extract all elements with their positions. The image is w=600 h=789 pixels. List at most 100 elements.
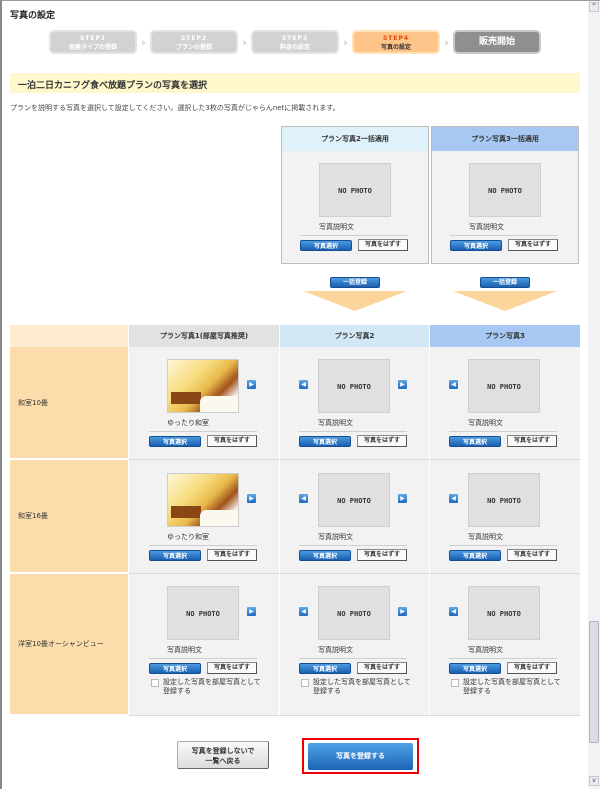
photo-caption: 写真説明文 [469, 223, 504, 231]
select-photo-button[interactable]: 写真選択 [299, 550, 351, 561]
remove-photo-button[interactable]: 写真をはずす [357, 662, 407, 674]
vertical-scrollbar[interactable]: ^ v [588, 1, 600, 789]
scroll-down-icon[interactable]: v [589, 776, 599, 786]
next-photo-icon[interactable]: ▶ [247, 607, 256, 616]
step-chevron-icon: › [343, 35, 348, 49]
next-photo-icon[interactable]: ▶ [398, 607, 407, 616]
photo-caption: 写真説明文 [468, 419, 503, 427]
no-photo-placeholder: NO PHOTO [318, 359, 390, 413]
bulk-apply-photo2-button[interactable]: 一括登録 [330, 277, 380, 288]
divider [449, 431, 557, 432]
set-as-room-photo-checkbox[interactable] [301, 679, 309, 687]
plan-title: 一泊二日カニフグ食べ放題プランの写真を選択 [10, 73, 580, 93]
next-photo-icon[interactable]: ▶ [247, 494, 256, 503]
table-row: 洋室10畳オーシャンビュー NO PHOTO ▶ 写真説明文 写真選択 写真をは… [10, 574, 580, 716]
prev-photo-icon[interactable]: ◀ [449, 494, 458, 503]
back-to-list-without-saving-button[interactable]: 写真を登録しないで 一覧へ戻る [177, 741, 269, 769]
prev-photo-icon[interactable]: ◀ [299, 380, 308, 389]
next-photo-icon[interactable]: ▶ [398, 494, 407, 503]
divider [149, 431, 257, 432]
checkbox-label: 設定した写真を部屋写真として登録する [463, 678, 561, 695]
remove-photo-button[interactable]: 写真をはずす [507, 435, 557, 447]
select-photo-button[interactable]: 写真選択 [299, 663, 351, 674]
select-photo-button[interactable]: 写真選択 [449, 663, 501, 674]
remove-photo-button[interactable]: 写真をはずす [207, 435, 257, 447]
room-name: 洋室10畳オーシャンビュー [10, 574, 129, 716]
bulk-apply-photo3-button[interactable]: 一括登録 [480, 277, 530, 288]
select-photo-button[interactable]: 写真選択 [300, 240, 352, 251]
next-photo-icon[interactable]: ▶ [398, 380, 407, 389]
scrollbar-thumb[interactable] [589, 621, 599, 743]
bulk-panel-header: プラン写真2一括適用 [282, 127, 428, 151]
scroll-up-icon[interactable]: ^ [589, 2, 599, 12]
photo-cell: ▶ ゆったり和室 写真選択 写真をはずす [129, 347, 280, 460]
no-photo-placeholder: NO PHOTO [167, 586, 239, 640]
set-as-room-photo-checkbox[interactable] [451, 679, 459, 687]
remove-photo-button[interactable]: 写真をはずす [508, 239, 558, 251]
select-photo-button[interactable]: 写真選択 [149, 663, 201, 674]
room-name: 和室10畳 [10, 347, 129, 460]
divider [149, 545, 257, 546]
remove-photo-button[interactable]: 写真をはずす [207, 662, 257, 674]
divider [449, 545, 557, 546]
next-photo-icon[interactable]: ▶ [247, 380, 256, 389]
set-as-room-photo-checkbox[interactable] [151, 679, 159, 687]
remove-photo-button[interactable]: 写真をはずす [507, 549, 557, 561]
remove-photo-button[interactable]: 写真をはずす [358, 239, 408, 251]
remove-photo-button[interactable]: 写真をはずす [507, 662, 557, 674]
no-photo-placeholder: NO PHOTO [469, 163, 541, 217]
select-photo-button[interactable]: 写真選択 [149, 436, 201, 447]
divider [299, 431, 407, 432]
highlight-box: 写真を登録する [302, 738, 419, 774]
prev-photo-icon[interactable]: ◀ [449, 607, 458, 616]
step-chevron-icon: › [141, 35, 146, 49]
divider [299, 658, 407, 659]
down-arrow-icon [453, 291, 557, 311]
photo-caption: 写真説明文 [318, 533, 353, 541]
photo-caption: 写真説明文 [318, 646, 353, 654]
select-photo-button[interactable]: 写真選択 [449, 550, 501, 561]
bulk-panel-header: プラン写真3一括適用 [432, 127, 578, 151]
photo-cell: ◀ NO PHOTO 写真説明文 写真選択 写真をはずす [430, 460, 580, 574]
prev-photo-icon[interactable]: ◀ [299, 607, 308, 616]
remove-photo-button[interactable]: 写真をはずす [357, 435, 407, 447]
divider [450, 235, 558, 236]
step-sale-start: 販売開始 [453, 30, 541, 54]
photo-caption: 写真説明文 [167, 646, 202, 654]
room-photo [167, 359, 239, 413]
divider [149, 658, 257, 659]
photo-table: プラン写真1(部屋写真推奨) プラン写真2 プラン写真3 和室10畳 ▶ ゆった… [10, 325, 580, 716]
divider [299, 545, 407, 546]
bulk-panel-photo3: プラン写真3一括適用 NO PHOTO 写真説明文 写真選択 写真をはずす [431, 126, 579, 264]
column-header-photo1: プラン写真1(部屋写真推奨) [129, 325, 280, 347]
photo-cell: ◀ NO PHOTO ▶ 写真説明文 写真選択 写真をはずす [280, 460, 430, 574]
window-title: 写真の設定 [10, 11, 56, 21]
photo-cell: NO PHOTO ▶ 写真説明文 写真選択 写真をはずす 設定した写真を部屋写真… [129, 574, 280, 716]
select-photo-button[interactable]: 写真選択 [149, 550, 201, 561]
prev-photo-icon[interactable]: ◀ [299, 494, 308, 503]
divider [300, 235, 408, 236]
table-row: 和室10畳 ▶ ゆったり和室 写真選択 写真をはずす ◀ NO PHOTO ▶ … [10, 347, 580, 460]
photo-caption: 写真説明文 [318, 419, 353, 427]
photo-cell: ◀ NO PHOTO 写真説明文 写真選択 写真をはずす 設定した写真を部屋写真… [430, 574, 580, 716]
photo-cell: ◀ NO PHOTO 写真説明文 写真選択 写真をはずす [430, 347, 580, 460]
room-photo [167, 473, 239, 527]
prev-photo-icon[interactable]: ◀ [449, 380, 458, 389]
room-name: 和室16畳 [10, 460, 129, 574]
remove-photo-button[interactable]: 写真をはずす [207, 549, 257, 561]
table-row: 和室16畳 ▶ ゆったり和室 写真選択 写真をはずす ◀ NO PHOTO ▶ … [10, 460, 580, 574]
select-photo-button[interactable]: 写真選択 [299, 436, 351, 447]
no-photo-placeholder: NO PHOTO [468, 359, 540, 413]
table-header-row: プラン写真1(部屋写真推奨) プラン写真2 プラン写真3 [10, 325, 580, 347]
photo-cell: ◀ NO PHOTO ▶ 写真説明文 写真選択 写真をはずす [280, 347, 430, 460]
select-photo-button[interactable]: 写真選択 [450, 240, 502, 251]
select-photo-button[interactable]: 写真選択 [449, 436, 501, 447]
step-chevron-icon: › [444, 35, 449, 49]
register-photos-button[interactable]: 写真を登録する [308, 743, 413, 770]
remove-photo-button[interactable]: 写真をはずす [357, 549, 407, 561]
